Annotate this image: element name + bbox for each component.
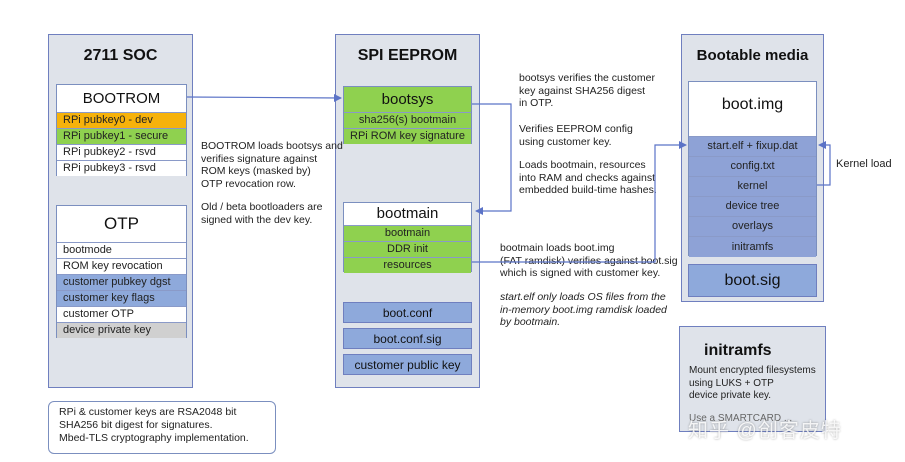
otp-row: customer key flags [57, 290, 186, 306]
startelf-note: start.elf only loads OS files from the i… [500, 291, 667, 328]
bootrom-row: RPi pubkey3 - rsvd [57, 160, 186, 176]
soc-title: 2711 SOC [83, 47, 158, 64]
bootrom-row: RPi pubkey1 - secure [57, 128, 186, 144]
bootimg-row: initramfs [689, 236, 816, 257]
otp-title: OTP [104, 214, 139, 233]
initramfs-desc: Mount encrypted filesystems using LUKS +… [689, 365, 816, 401]
bootmain-note: bootmain loads boot.img (FAT ramdisk) ve… [500, 242, 678, 279]
bootimg-row: device tree [689, 196, 816, 216]
customer-public-key-box: customer public key [343, 354, 472, 375]
bootimg-title: boot.img [721, 96, 784, 113]
bootsys-note-1: bootsys verifies the customer key agains… [519, 72, 655, 109]
bootimg-row: config.txt [689, 156, 816, 176]
bootmain-row: DDR init [344, 241, 471, 257]
watermark-text: 知乎 @创客皮特 [688, 420, 842, 442]
bootsys-row: RPi ROM key signature [344, 128, 471, 144]
bootsys-note-3: Loads bootmain, resources into RAM and c… [519, 159, 657, 196]
boot-conf-sig-box: boot.conf.sig [343, 328, 472, 349]
bootmain-title: bootmain [376, 205, 439, 222]
bootsys-note-2: Verifies EEPROM config using customer ke… [519, 123, 633, 148]
boot-conf-box: boot.conf [343, 302, 472, 323]
bootimg-row: overlays [689, 216, 816, 236]
bootmain-row: bootmain [344, 225, 471, 241]
bootrom-row: RPi pubkey0 - dev [57, 112, 186, 128]
bootrom-note: BOOTROM loads bootsys and verifies signa… [201, 140, 343, 190]
bootimg-row: kernel [689, 176, 816, 196]
bootrom-row: RPi pubkey2 - rsvd [57, 144, 186, 160]
otp-row: customer pubkey dgst [57, 274, 186, 290]
bootsys-title: bootsys [381, 91, 434, 108]
bootmain-row: resources [344, 257, 471, 273]
initramfs-panel: initramfs Mount encrypted filesystems us… [679, 326, 826, 432]
otp-row: ROM key revocation [57, 258, 186, 274]
bootmain-box: bootmain bootmain DDR init resources [343, 202, 472, 273]
otp-row: bootmode [57, 242, 186, 258]
eeprom-title: SPI EEPROM [357, 47, 458, 64]
otp-row: device private key [57, 322, 186, 338]
bootimg-row: start.elf + fixup.dat [689, 136, 816, 156]
bootsys-row: sha256(s) bootmain [344, 112, 471, 128]
initramfs-cut-text: Use a SMARTCARD ... [689, 413, 793, 424]
otp-row: customer OTP [57, 306, 186, 322]
arrow-bootrom-to-bootsys [186, 93, 342, 102]
kernel-load-label: Kernel load [836, 158, 892, 170]
footer-note: RPi & customer keys are RSA2048 bit SHA2… [48, 401, 276, 454]
bootsig-box: boot.sig [688, 264, 817, 297]
bootrom-title: BOOTROM [82, 90, 161, 107]
oldbeta-note: Old / beta bootloaders are signed with t… [201, 201, 323, 226]
bootimg-box: boot.img start.elf + fixup.dat config.tx… [688, 81, 817, 257]
bootrom-box: BOOTROM RPi pubkey0 - dev RPi pubkey1 - … [56, 84, 187, 176]
media-title: Bootable media [696, 47, 809, 64]
initramfs-title: initramfs [704, 342, 772, 359]
bootsys-box: bootsys sha256(s) bootmain RPi ROM key s… [343, 86, 472, 144]
otp-box: OTP bootmode ROM key revocation customer… [56, 205, 187, 338]
